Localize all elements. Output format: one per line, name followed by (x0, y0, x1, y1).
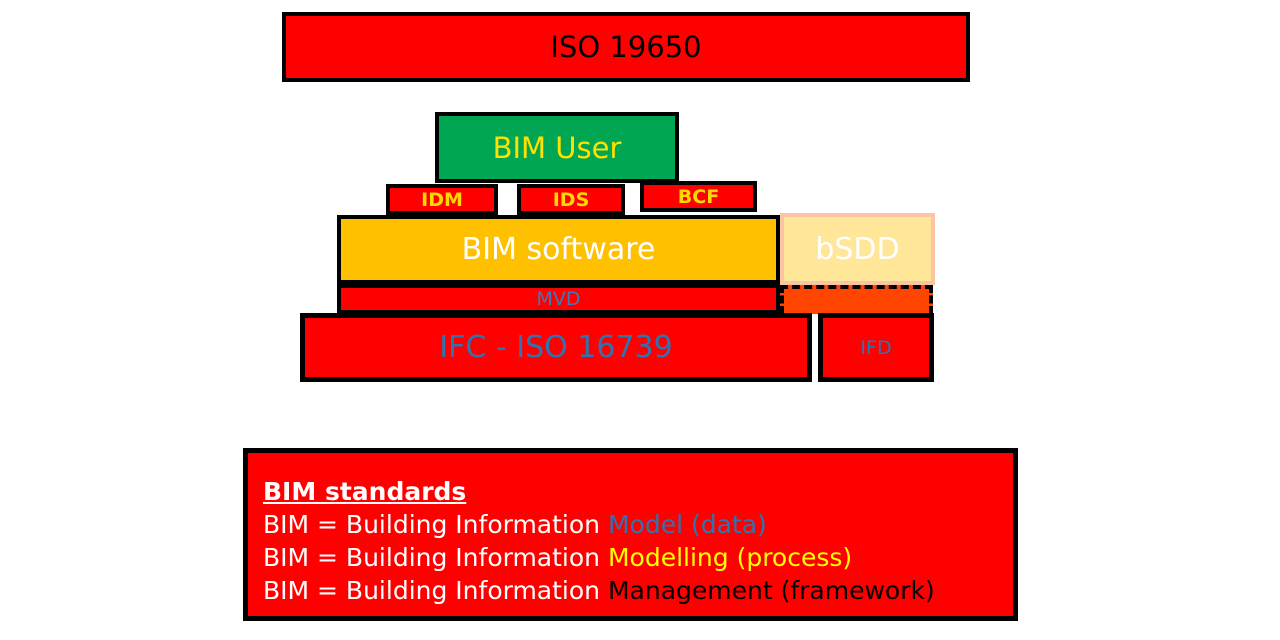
idm-label: IDM (421, 188, 463, 211)
bim-software-label: BIM software (461, 232, 656, 267)
iso-19650-block: ISO 19650 (282, 12, 970, 82)
bsdd-block: bSDD (780, 213, 935, 285)
legend-row-modelling: BIM = Building Information Modelling (pr… (263, 541, 1013, 574)
legend-row-model-term: Model (data) (607, 510, 767, 539)
ifd-label: IFD (860, 336, 892, 359)
ifd-block: IFD (818, 313, 934, 382)
bim-user-block: BIM User (435, 112, 679, 183)
bim-software-block: BIM software (337, 215, 780, 284)
legend-title: BIM standards (263, 477, 467, 506)
bcf-block: BCF (640, 181, 757, 212)
iso-19650-label: ISO 19650 (550, 30, 702, 64)
legend-row-model: BIM = Building Information Model (data) (263, 508, 1013, 541)
legend-row-management-prefix: BIM = Building Information (263, 576, 608, 605)
legend-row-model-prefix: BIM = Building Information (263, 510, 608, 539)
mvd-block: MVD (337, 284, 780, 314)
legend-row-modelling-prefix: BIM = Building Information (263, 543, 608, 572)
bim-user-label: BIM User (492, 130, 622, 165)
ifc-iso-16739-label: IFC - ISO 16739 (439, 330, 673, 365)
ifc-iso-16739-block: IFC - ISO 16739 (300, 313, 812, 382)
ifd-extension-block (780, 285, 933, 314)
ids-block: IDS (517, 184, 625, 215)
legend-row-management-term: Management (framework) (607, 576, 935, 605)
bsdd-label: bSDD (815, 231, 900, 267)
legend-row-modelling-term: Modelling (process) (607, 543, 853, 572)
ids-label: IDS (552, 188, 590, 211)
legend-box: BIM standards BIM = Building Information… (243, 448, 1018, 621)
bcf-label: BCF (677, 185, 720, 208)
mvd-label: MVD (536, 288, 581, 310)
idm-block: IDM (386, 184, 498, 215)
legend-row-management: BIM = Building Information Management (f… (263, 574, 1013, 607)
